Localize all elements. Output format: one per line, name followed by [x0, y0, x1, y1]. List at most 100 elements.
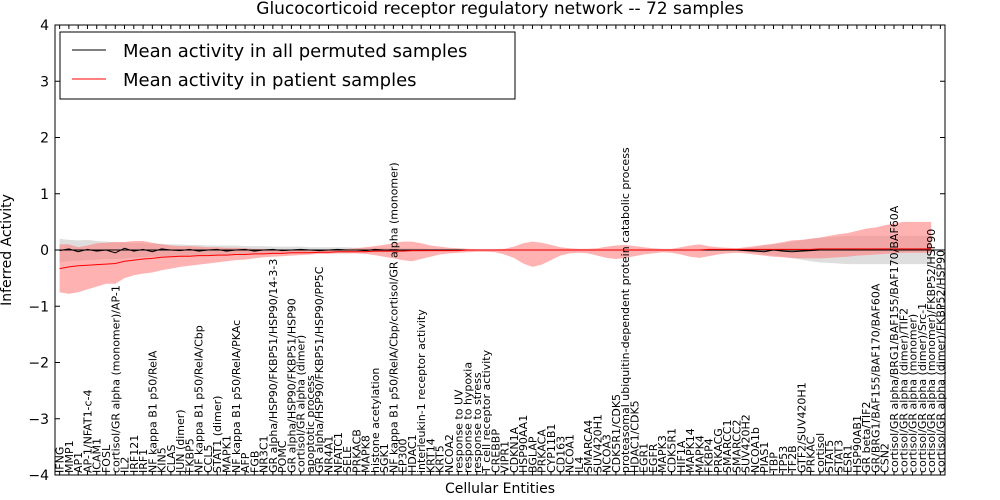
x-tick-label: SMARCC1 — [721, 420, 734, 473]
x-tick-label: SELE — [341, 446, 354, 473]
y-tick-label: 4 — [40, 18, 49, 34]
x-tick-label: CDKN1A — [508, 426, 521, 473]
x-tick-label: SMARCC2 — [730, 420, 743, 473]
x-tick-label: HDAC1 — [406, 434, 419, 473]
y-tick-label: 2 — [40, 131, 49, 147]
x-tick-label: PRKACG — [712, 428, 725, 473]
x-tick-label: interleukin-1 receptor activity — [415, 309, 428, 473]
x-tick-label: cortisol/GR alpha (dimer)/Src-1 — [916, 303, 929, 473]
x-tick-label: ESR1 — [842, 444, 855, 473]
x-tick-label: GR/BRG1/BAF155/BAF170/BAF60A — [870, 283, 883, 473]
axes-frame — [54, 24, 946, 476]
legend-label-patient: Mean activity in patient samples — [123, 70, 417, 91]
x-tick-label: TF2B — [786, 445, 799, 474]
x-tick-label: POMC — [276, 440, 289, 473]
patient-band-layer — [59, 221, 932, 294]
x-tick-label: VIPR1 — [499, 441, 512, 473]
series-lines — [59, 247, 932, 270]
x-tick-label: IRF1 — [137, 449, 150, 473]
chart-title: Glucocorticoid receptor regulatory netwo… — [256, 0, 744, 19]
x-tick-label: TBP — [768, 452, 781, 474]
x-tick-label: KRT14 — [425, 438, 438, 473]
x-tick-label: AP1 — [72, 452, 85, 473]
x-tick-label: HSP90AA1 — [517, 415, 530, 473]
x-tick-label: IRF121 — [128, 435, 141, 473]
x-tick-label: BGLAP — [526, 436, 539, 473]
x-tick-label: TP53 — [777, 446, 790, 474]
x-tick-label: response to UV — [452, 389, 465, 473]
x-tick-label: FKBP5 — [183, 438, 196, 473]
x-tick-label: NR4A1 — [323, 436, 336, 473]
x-tick-label: NCOA1b — [749, 427, 762, 473]
x-tick-label: MMP1 — [63, 440, 76, 473]
x-tick-label: cortisol/GR alpha (dimer) — [295, 335, 308, 473]
x-tick-label: NF kappa B1 p50/RelA — [146, 350, 159, 473]
x-tick-label: KIN5 — [156, 447, 169, 473]
x-tick-label: response to hypoxia — [462, 362, 475, 473]
x-tick-label: EP300 — [397, 438, 410, 473]
x-tick-label: GR alpha/HSP90/FKBP51/HSP90 — [285, 298, 298, 473]
x-tick-label: MAPK14 — [684, 428, 697, 473]
x-tick-label: KRT5 — [434, 445, 447, 473]
x-tick-label: EGFR — [647, 443, 660, 473]
x-tick-label: FOSL — [100, 444, 113, 473]
x-tick-label: SUV420H2 — [740, 414, 753, 473]
x-tick-label: HDAC1/CDK5 — [628, 400, 641, 473]
x-tick-label: STAT5 — [823, 440, 836, 473]
x-tick-label: cortisol/GR alpha (monomer)/AP-1 — [109, 285, 122, 473]
x-tick-label: NF kappa B1 p50/RelA/Cbp — [193, 325, 206, 473]
x-tick-label: MAPK1 — [221, 435, 234, 473]
x-tick-label: STAT3 — [832, 440, 845, 473]
x-tick-label: SGK1 — [378, 443, 391, 473]
x-tick-label: FKBP4 — [703, 438, 716, 473]
x-tick-label: cortisol — [814, 433, 827, 473]
x-tick-label: NR3C1 — [258, 435, 271, 473]
x-tick-label: GR beta/TIF2 — [860, 402, 873, 473]
x-tick-label: CDK5R1/CDK5 — [610, 394, 623, 473]
legend: Mean activity in all permuted samples Me… — [59, 31, 516, 100]
x-tick-label: ICAM1 — [91, 438, 104, 473]
x-tick-label: cortisol/GR alpha/BRG1/BAF155/BAF170/BAF… — [888, 205, 901, 473]
x-tick-label: AP-1/NFAT1-c-4 — [81, 389, 94, 473]
x-tick-label: CSN2 — [879, 443, 892, 473]
x-tick-label: CD163 — [554, 436, 567, 473]
x-tick-label: MAPK8 — [360, 435, 373, 473]
x-tick-label: proteasomal ubiquitin-dependent protein … — [619, 147, 632, 473]
x-tick-label: NFATC1 — [332, 432, 345, 473]
x-tick-label: cortisol/GR alpha (monomer) — [907, 314, 920, 473]
x-tick-label: IL4 — [573, 457, 586, 473]
x-tick-label: NCOA1 — [564, 434, 577, 473]
x-tick-label: JUN (dimer) — [174, 409, 187, 474]
x-tick-label: GR alpha/HSP90/FKBP51/HSP90/PP5C — [313, 266, 326, 473]
x-tick-label: NF kappa B1 p50/RelA/PKAc — [230, 320, 243, 473]
x-tick-label: EGR1 — [638, 443, 651, 473]
x-tick-label: histone acetylation — [369, 368, 382, 473]
x-tick-label: SUV420H1 — [591, 414, 604, 473]
y-tick-label: 3 — [40, 74, 49, 90]
y-tick-label: −1 — [28, 299, 49, 315]
x-tick-label: CYP11B1 — [545, 424, 558, 473]
x-tick-label: NCOA3 — [601, 434, 614, 473]
x-tick-label: HIF1A — [675, 440, 688, 473]
x-tick-label: PRKACB — [350, 429, 363, 473]
x-tick-label: GR alpha/HSP90/FKBP51/HSP90/14-3-3 — [267, 259, 280, 473]
x-tick-label: CLAS — [165, 444, 178, 473]
x-tick-label: T cell receptor activity — [480, 349, 493, 474]
x-tick-label: cortisol/GR alpha (monomer)/FKBP52/HSP90 — [925, 229, 938, 473]
x-tick-label: PRKAC — [805, 436, 818, 473]
legend-box — [59, 31, 516, 100]
plot-area — [55, 221, 945, 294]
patient-samples-band — [59, 221, 932, 294]
x-tick-label: CDK5R1 — [666, 428, 679, 473]
x-tick-label: cortisol/GR alpha (dimer)/TIF2 — [897, 308, 910, 473]
x-tick-label: FGB — [248, 451, 261, 473]
x-tick-label: apoptotic process — [304, 375, 317, 473]
y-tick-label: 1 — [40, 187, 49, 203]
x-tick-label: IFNG — [54, 447, 67, 473]
legend-label-permuted: Mean activity in all permuted samples — [123, 41, 467, 62]
x-tick-label: CREBBP — [489, 429, 502, 473]
y-axis-label: Inferred Activity — [0, 194, 15, 306]
x-tick-label: PIAS1 — [758, 442, 771, 473]
